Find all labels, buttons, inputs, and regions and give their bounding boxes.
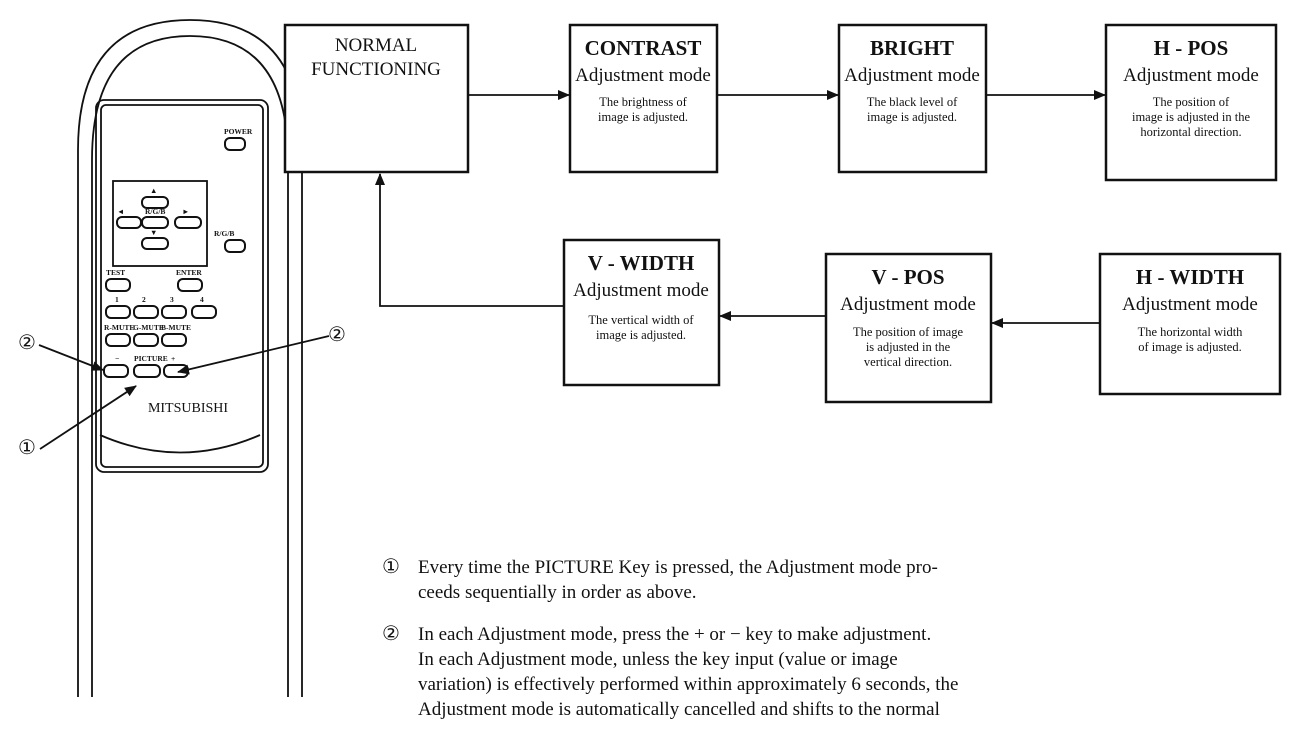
h-pos-title: H - POS: [1154, 36, 1229, 60]
v-pos-desc-line2: is adjusted in the: [866, 340, 951, 354]
v-width-desc-line2: image is adjusted.: [596, 328, 686, 342]
bright-desc-line2: image is adjusted.: [867, 110, 957, 124]
h-width-mode-label: Adjustment mode: [1122, 294, 1258, 315]
contrast-mode-box: CONTRAST Adjustment mode The brightness …: [568, 23, 719, 174]
h-pos-desc-line2: image is adjusted in the: [1132, 110, 1250, 124]
v-pos-mode-label: Adjustment mode: [840, 294, 976, 315]
b-mute-button[interactable]: [161, 333, 187, 347]
r-mute-button[interactable]: [105, 333, 131, 347]
key-4-button[interactable]: [191, 305, 217, 319]
avs-button[interactable]: [224, 239, 246, 253]
note-2-line1: In each Adjustment mode, press the + or …: [418, 624, 932, 645]
contrast-desc-line1: The brightness of: [599, 95, 687, 109]
plus-key-label: +: [171, 354, 175, 363]
down-key-label: ▼: [150, 228, 157, 237]
remote-face-inner: [100, 104, 264, 468]
up-button[interactable]: [141, 196, 169, 209]
bright-title: BRIGHT: [870, 36, 954, 60]
normal-label-line2: FUNCTIONING: [311, 59, 441, 80]
note-1-line2: ceeds sequentially in order as above.: [418, 582, 697, 603]
contrast-title: CONTRAST: [585, 36, 702, 60]
h-width-desc-line2: of image is adjusted.: [1138, 340, 1241, 354]
note-2-body: In each Adjustment mode, press the + or …: [418, 622, 958, 722]
callout-2-left: ②: [18, 332, 36, 354]
v-pos-desc-line3: vertical direction.: [864, 355, 952, 369]
callout-2-right: ②: [328, 324, 346, 346]
h-width-title: H - WIDTH: [1136, 265, 1244, 289]
key-2-label: 2: [142, 295, 146, 304]
h-width-desc-line1: The horizontal width: [1138, 325, 1244, 339]
note-1: ① Every time the PICTURE Key is pressed,…: [382, 555, 1282, 605]
g-mute-button[interactable]: [133, 333, 159, 347]
callout-1-arrow: [39, 385, 137, 450]
enter-key-label: ENTER: [176, 268, 202, 277]
callout-1: ①: [18, 437, 36, 459]
bright-mode-label: Adjustment mode: [844, 65, 980, 86]
note-2-number: ②: [382, 623, 400, 645]
arrow-vwidth-to-normal: [375, 173, 564, 307]
center-button[interactable]: [141, 216, 169, 229]
bright-mode-box: BRIGHT Adjustment mode The black level o…: [837, 23, 988, 174]
bright-desc-line1: The black level of: [867, 95, 958, 109]
v-pos-title: V - POS: [871, 265, 944, 289]
v-width-mode-box: V - WIDTH Adjustment mode The vertical w…: [562, 238, 721, 387]
v-pos-mode-box: V - POS Adjustment mode The position of …: [824, 252, 993, 404]
picture-key-label: PICTURE: [134, 354, 168, 363]
h-pos-mode-label: Adjustment mode: [1123, 65, 1259, 86]
key-1-label: 1: [115, 295, 119, 304]
right-button[interactable]: [174, 216, 202, 229]
key-2-button[interactable]: [133, 305, 159, 319]
brand-label: MITSUBISHI: [148, 401, 228, 416]
contrast-mode-label: Adjustment mode: [575, 65, 711, 86]
normal-label-line1: NORMAL: [335, 35, 417, 56]
test-button[interactable]: [105, 278, 131, 292]
avs-key-label: R/G/B: [214, 229, 234, 238]
down-button[interactable]: [141, 237, 169, 250]
remote-control: POWER ▲ ◄ R/G/B ► ▼ R/G/B TEST ENTER 1 2…: [18, 19, 346, 697]
normal-functioning-box: NORMAL FUNCTIONING: [283, 23, 470, 174]
note-2: ② In each Adjustment mode, press the + o…: [382, 622, 1282, 722]
note-2-line4: Adjustment mode is automatically cancell…: [418, 699, 940, 720]
note-1-number: ①: [382, 556, 400, 578]
g-mute-key-label: G-MUTE: [133, 323, 164, 332]
center-key-label: R/G/B: [145, 207, 165, 216]
up-key-label: ▲: [150, 186, 157, 195]
key-4-label: 4: [200, 295, 204, 304]
v-width-mode-label: Adjustment mode: [573, 280, 709, 301]
b-mute-key-label: B-MUTE: [161, 323, 191, 332]
picture-button[interactable]: [133, 364, 161, 378]
minus-key-label: −: [115, 354, 119, 363]
v-width-desc-line1: The vertical width of: [588, 313, 694, 327]
h-width-mode-box: H - WIDTH Adjustment mode The horizontal…: [1098, 252, 1282, 396]
contrast-desc-line2: image is adjusted.: [598, 110, 688, 124]
h-pos-desc-line3: horizontal direction.: [1140, 125, 1241, 139]
note-2-line3: variation) is effectively performed with…: [418, 674, 959, 695]
note-1-line1: Every time the PICTURE Key is pressed, t…: [418, 557, 938, 578]
enter-button[interactable]: [177, 278, 203, 292]
key-1-button[interactable]: [105, 305, 131, 319]
test-key-label: TEST: [106, 268, 125, 277]
cursor-panel: [112, 180, 208, 267]
v-width-title: V - WIDTH: [588, 251, 695, 275]
power-button[interactable]: [224, 137, 246, 151]
remote-lower-curve: [99, 434, 261, 454]
left-button[interactable]: [116, 216, 142, 229]
left-key-label: ◄: [117, 207, 124, 216]
note-2-line2: In each Adjustment mode, unless the key …: [418, 649, 898, 670]
v-pos-desc-line1: The position of image: [853, 325, 963, 339]
notes-section: ① Every time the PICTURE Key is pressed,…: [382, 555, 1282, 739]
remote-face: [95, 99, 269, 473]
note-1-body: Every time the PICTURE Key is pressed, t…: [418, 555, 938, 605]
callout-2-left-arrow: [38, 344, 104, 371]
right-key-label: ►: [182, 207, 189, 216]
h-pos-desc-line1: The position of: [1153, 95, 1230, 109]
r-mute-key-label: R-MUTE: [104, 323, 134, 332]
h-pos-mode-box: H - POS Adjustment mode The position of …: [1104, 23, 1278, 182]
key-3-button[interactable]: [161, 305, 187, 319]
minus-button[interactable]: [103, 364, 129, 378]
callout-2-right-arrow: [177, 335, 330, 375]
power-key-label: POWER: [224, 127, 253, 136]
flow-diagram: POWER ▲ ◄ R/G/B ► ▼ R/G/B TEST ENTER 1 2…: [18, 19, 1282, 697]
key-3-label: 3: [170, 295, 174, 304]
